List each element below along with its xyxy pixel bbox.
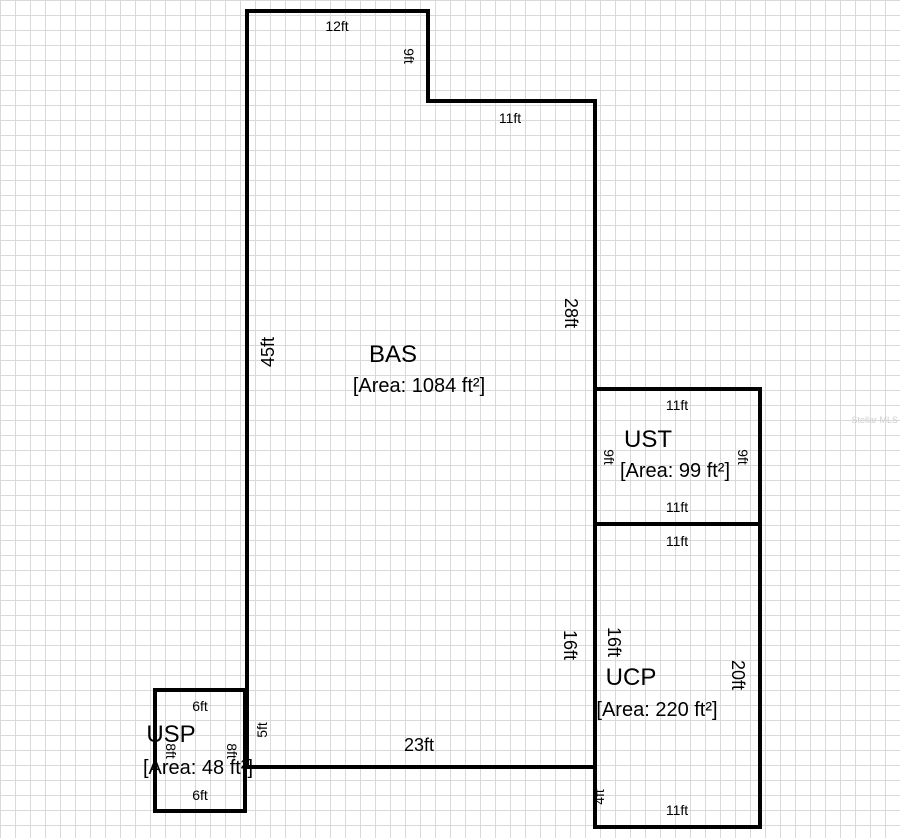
usp-room-name: USP (146, 721, 195, 748)
usp-room-area: [Area: 48 ft²] (143, 757, 253, 779)
bas-step-dimension: 11ft (499, 110, 521, 126)
bas-room-name: BAS (369, 341, 417, 368)
ucp-outline (593, 522, 762, 829)
ucp-right-dimension: 20ft (728, 660, 748, 690)
usp-right-dimension: 8ft (224, 743, 240, 759)
ucp-left-dimension: 16ft (604, 627, 624, 657)
bas-top-dimension: 12ft (325, 18, 348, 34)
ucp-small-dimension: 4ft (591, 789, 607, 805)
watermark: Stellar MLS (851, 415, 898, 425)
usp-outline (153, 688, 247, 813)
bas-room-area: [Area: 1084 ft²] (353, 375, 485, 397)
bas-small-dimension: 5ft (254, 722, 270, 738)
ust-bottom-dimension: 11ft (666, 499, 688, 515)
bas-notch-dimension: 9ft (401, 48, 417, 64)
bas-bottom-dimension: 23ft (404, 735, 434, 755)
usp-bottom-dimension: 6ft (192, 787, 208, 803)
ust-room-name: UST (624, 426, 672, 453)
ucp-bottom-dimension: 11ft (666, 802, 688, 818)
usp-top-dimension: 6ft (192, 698, 208, 714)
bas-left-dimension: 45ft (258, 337, 278, 367)
ucp-room-name: UCP (606, 664, 657, 691)
ucp-top-dimension: 11ft (666, 533, 688, 549)
ust-top-dimension: 11ft (666, 397, 688, 413)
ust-left-dimension: 9ft (601, 449, 617, 465)
ucp-room-area: [Area: 220 ft²] (596, 699, 717, 721)
ust-room-area: [Area: 99 ft²] (620, 460, 730, 482)
bas-lower-right-dimension: 16ft (560, 630, 580, 660)
bas-right-dimension: 28ft (561, 298, 581, 328)
usp-left-dimension: 8ft (163, 743, 179, 759)
ust-right-dimension: 9ft (735, 449, 751, 465)
